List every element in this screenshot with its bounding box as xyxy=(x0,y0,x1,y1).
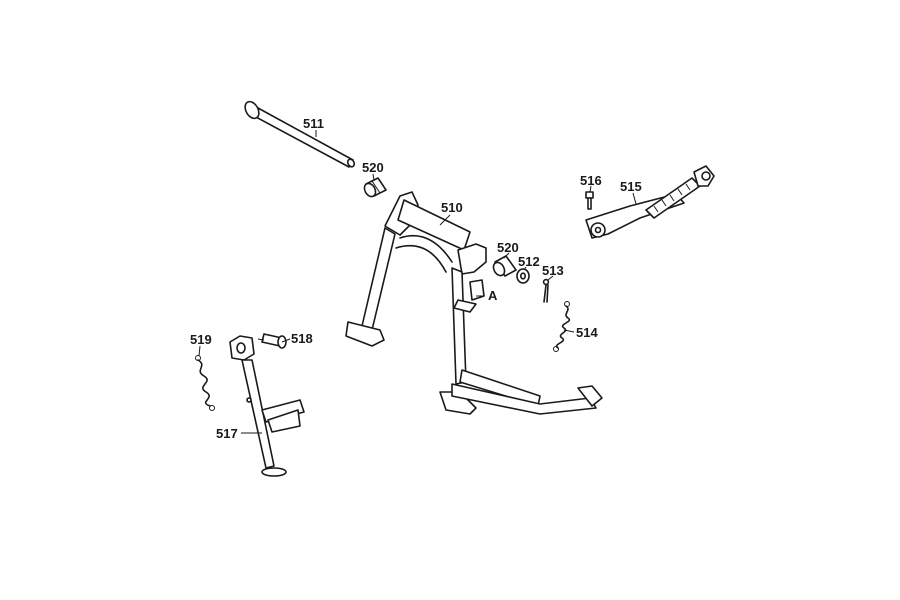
callout-511: 511 xyxy=(303,116,324,131)
callout-520-upper: 520 xyxy=(362,160,384,175)
side-stand-517 xyxy=(229,335,305,477)
callout-514: 514 xyxy=(576,325,598,340)
kick-lever-515 xyxy=(585,165,715,239)
leader-lines xyxy=(198,130,637,434)
spring-519 xyxy=(195,355,215,411)
callout-520-lower: 520 xyxy=(497,240,519,255)
callouts: 511 520 510 520 512 513 514 515 516 517 … xyxy=(190,116,642,441)
callout-519: 519 xyxy=(190,332,212,347)
bushing-520-upper xyxy=(363,177,387,198)
washer-512 xyxy=(516,268,530,284)
split-pin-513 xyxy=(542,278,550,303)
callout-512: 512 xyxy=(518,254,540,269)
bushing-520-lower xyxy=(492,255,517,277)
callout-516: 516 xyxy=(580,173,602,188)
callout-515: 515 xyxy=(620,179,642,194)
callout-513: 513 xyxy=(542,263,564,278)
center-stand-510 xyxy=(345,191,603,415)
bolt-516 xyxy=(585,191,594,210)
callout-510: 510 xyxy=(441,200,463,215)
spring-514 xyxy=(553,301,571,352)
pivot-bolt-511 xyxy=(244,100,356,168)
pivot-bolt-518 xyxy=(257,333,287,349)
callout-517: 517 xyxy=(216,426,238,441)
callout-518: 518 xyxy=(291,331,313,346)
callout-a: A xyxy=(488,288,498,303)
